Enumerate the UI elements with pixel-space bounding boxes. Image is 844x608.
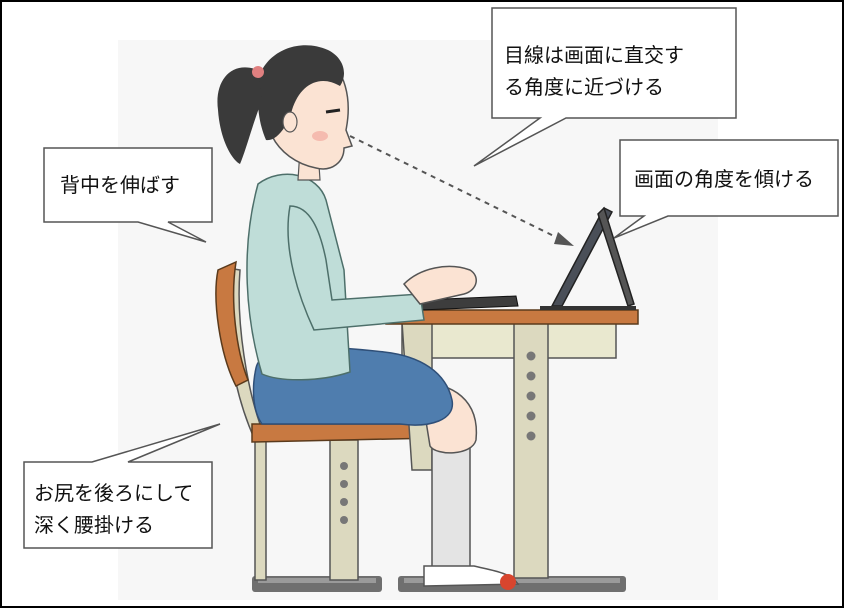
- desk-leg-hole: [526, 391, 536, 401]
- callout-seat-line2: 深く腰掛ける: [34, 513, 154, 537]
- chair-leg-hole: [340, 516, 348, 524]
- desk-leg-hole: [526, 371, 536, 381]
- ear: [282, 111, 298, 133]
- sock-left-leg: [431, 445, 471, 569]
- gaze-arrowhead: [554, 232, 574, 246]
- desk-leg-hole: [526, 411, 536, 421]
- chair-floor-bar-highlight: [258, 578, 376, 583]
- desk-leg-hole: [526, 351, 536, 361]
- sweater-arm: [287, 205, 425, 331]
- callout-back-line1: 背中を伸ばす: [60, 173, 180, 197]
- callout-screen-bubble: [613, 139, 839, 239]
- chair-backrest: [215, 260, 249, 388]
- eye: [325, 108, 341, 114]
- hand: [402, 265, 477, 305]
- callout-seat-line1: お尻を後ろにして: [34, 481, 193, 505]
- chair-leg-hole: [340, 498, 348, 506]
- callout-back-bubble: [43, 147, 213, 243]
- blush: [312, 131, 328, 141]
- chair-leg-hole: [340, 462, 348, 470]
- callout-seat-bubble: [23, 423, 221, 549]
- callout-screen-line1: 画面の角度を傾ける: [634, 167, 814, 191]
- chair-leg-hole: [340, 480, 348, 488]
- callout-gaze-line1: 目線は画面に直交す: [504, 43, 684, 67]
- tablet-base: [540, 306, 636, 310]
- hair-tie: [252, 66, 264, 78]
- shoe-accent: [500, 574, 516, 590]
- shoe: [423, 565, 520, 587]
- ponytail: [217, 67, 262, 164]
- hair: [257, 45, 344, 141]
- desk-leg: [513, 321, 549, 579]
- callout-gaze-bubble: [473, 7, 737, 167]
- callout-gaze-line2: る角度に近づける: [504, 75, 664, 99]
- chair-front-leg: [329, 439, 359, 581]
- desk-drawer-panel: [401, 321, 617, 359]
- desk-leg-hole: [526, 431, 536, 441]
